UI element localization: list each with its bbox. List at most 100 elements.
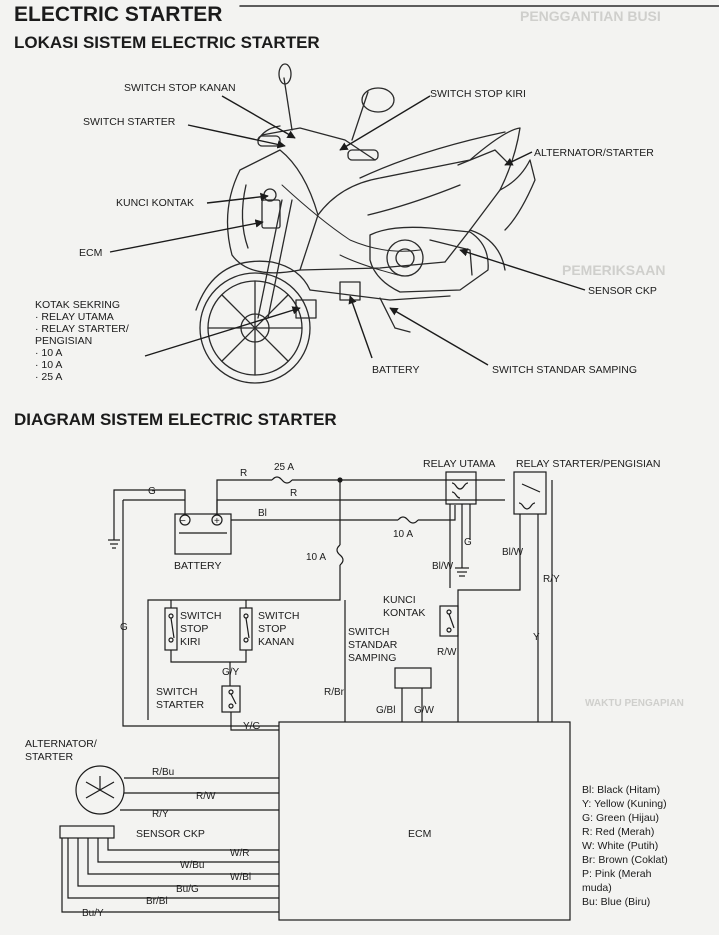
legend-item: Bu: Blue (Biru) xyxy=(582,896,651,908)
wire-color-legend: Bl: Black (Hitam) Y: Yellow (Kuning) G: … xyxy=(582,783,668,909)
wire-label: G/W xyxy=(414,705,435,716)
wire-label: G/Y xyxy=(222,667,240,678)
diagram-kunci-kontak: KUNCI KONTAK xyxy=(383,594,425,620)
ghost-heading-pengapian: WAKTU PENGAPIAN xyxy=(585,698,684,709)
label-switch-stop-kanan: SWITCH STOP KANAN xyxy=(124,82,236,94)
diagram-battery: BATTERY xyxy=(174,560,222,572)
diagram-switch-standar-samping: SWITCH STANDAR SAMPING xyxy=(348,626,397,665)
sensor-ckp-symbol xyxy=(59,825,115,839)
wire-label: R xyxy=(290,488,297,499)
label-line: SWITCH xyxy=(180,610,222,622)
wire-labels: G R R Bl 25 A 10 A 10 A G G Bl/W Bl/W R/… xyxy=(82,462,560,919)
diagram-switch-starter: SWITCH STARTER xyxy=(156,686,204,712)
fuse-box-item: · RELAY UTAMA xyxy=(35,311,114,323)
wire-label: R/Br xyxy=(324,687,345,698)
relay-utama-box xyxy=(445,471,477,505)
wire-label: W/R xyxy=(230,848,249,859)
terminal-minus: − xyxy=(180,516,186,527)
label-line: KIRI xyxy=(180,636,201,648)
ecm-box xyxy=(278,721,571,921)
wire-label: G/Bl xyxy=(376,705,395,716)
label-line: STARTER xyxy=(156,699,205,711)
label-ecm: ECM xyxy=(79,247,103,259)
wire-label: R xyxy=(240,468,247,479)
label-line: ALTERNATOR/ xyxy=(25,738,97,750)
label-switch-stop-kiri: SWITCH STOP KIRI xyxy=(430,88,526,100)
fuse-label: 10 A xyxy=(393,529,413,540)
alternator-symbol xyxy=(75,765,125,815)
label-battery: BATTERY xyxy=(372,364,420,376)
fuse-box-item: · RELAY STARTER/ xyxy=(35,323,129,335)
wire-label: W/Bl xyxy=(230,872,251,883)
label-switch-standar-samping: SWITCH STANDAR SAMPING xyxy=(492,364,638,376)
wire-label: Bu/Y xyxy=(82,908,104,919)
terminal-plus: + xyxy=(214,516,220,527)
fuse-box-item: · 10 A xyxy=(35,347,63,359)
wire-label: Bl xyxy=(258,508,267,519)
wire-label: G xyxy=(464,537,472,548)
label-line: STOP xyxy=(258,623,287,635)
diagram-ecm: ECM xyxy=(408,828,432,840)
label-kunci-kontak: KUNCI KONTAK xyxy=(116,197,194,209)
diagram-switch-stop-kiri: SWITCH STOP KIRI xyxy=(180,610,221,649)
label-line: KANAN xyxy=(258,636,295,648)
label-line: STARTER xyxy=(25,751,74,763)
label-line: STOP xyxy=(180,623,209,635)
label-line: KONTAK xyxy=(383,607,426,619)
wire-label: G xyxy=(148,486,156,497)
diagram-sensor-ckp: SENSOR CKP xyxy=(136,828,205,840)
legend-item: Bl: Black (Hitam) xyxy=(582,784,661,796)
legend-item: Y: Yellow (Kuning) xyxy=(582,798,667,810)
location-subtitle: LOKASI SISTEM ELECTRIC STARTER xyxy=(14,33,320,52)
fuse-box-item: · 25 A xyxy=(35,371,63,383)
legend-item: R: Red (Merah) xyxy=(582,826,655,838)
label-line: SWITCH xyxy=(258,610,300,622)
wire-label: Br/Bl xyxy=(146,896,168,907)
label-line: SAMPING xyxy=(348,652,397,664)
wire-label: W/Bu xyxy=(180,860,204,871)
diagram-relay-starter: RELAY STARTER/PENGISIAN xyxy=(516,458,661,470)
diagram-relay-utama: RELAY UTAMA xyxy=(423,458,496,470)
diagram-switch-stop-kanan: SWITCH STOP KANAN xyxy=(258,610,299,649)
label-line: KUNCI xyxy=(383,594,416,606)
kunci-kontak-symbol xyxy=(439,605,459,637)
fuse-label: 25 A xyxy=(274,462,294,473)
diagram-alternator: ALTERNATOR/ STARTER xyxy=(25,738,97,764)
legend-item: muda) xyxy=(582,882,612,894)
label-line: STANDAR xyxy=(348,639,398,651)
wire-label: G xyxy=(120,622,128,633)
section-title: ELECTRIC STARTER xyxy=(14,3,223,26)
wire-label: Bl/W xyxy=(432,561,454,572)
legend-item: W: White (Putih) xyxy=(582,840,659,852)
label-line: SWITCH xyxy=(156,686,198,698)
wire-label: R/Y xyxy=(543,574,560,585)
wire-label: R/W xyxy=(437,647,457,658)
fuse-label: 10 A xyxy=(306,552,326,563)
battery-symbol xyxy=(174,513,232,555)
label-alternator-starter: ALTERNATOR/STARTER xyxy=(534,147,654,159)
fuse-box-list: KOTAK SEKRING · RELAY UTAMA · RELAY STAR… xyxy=(35,299,129,383)
legend-item: G: Green (Hijau) xyxy=(582,812,660,824)
wire-label: R/W xyxy=(196,791,216,802)
wire-label: Bl/W xyxy=(502,547,524,558)
legend-item: P: Pink (Merah xyxy=(582,868,652,880)
wire-label: Bu/G xyxy=(176,884,199,895)
fuse-box-item: PENGISIAN xyxy=(35,335,93,347)
fuse-box-item: · 10 A xyxy=(35,359,63,371)
label-sensor-ckp: SENSOR CKP xyxy=(588,285,657,297)
wire-label: Y xyxy=(533,632,540,643)
label-line: SWITCH xyxy=(348,626,390,638)
wire-label: R/Y xyxy=(152,809,169,820)
switch-standar-symbol xyxy=(394,667,432,689)
ghost-heading-busi: PENGGANTIAN BUSI xyxy=(520,8,661,24)
fuse-box-title: KOTAK SEKRING xyxy=(35,299,120,311)
wire-label: R/Bu xyxy=(152,767,174,778)
legend-item: Br: Brown (Coklat) xyxy=(582,854,668,866)
wire-label: Y/G xyxy=(243,721,260,732)
diagram-title: DIAGRAM SISTEM ELECTRIC STARTER xyxy=(14,410,337,429)
relay-starter-box xyxy=(513,471,547,515)
label-switch-starter: SWITCH STARTER xyxy=(83,116,176,128)
